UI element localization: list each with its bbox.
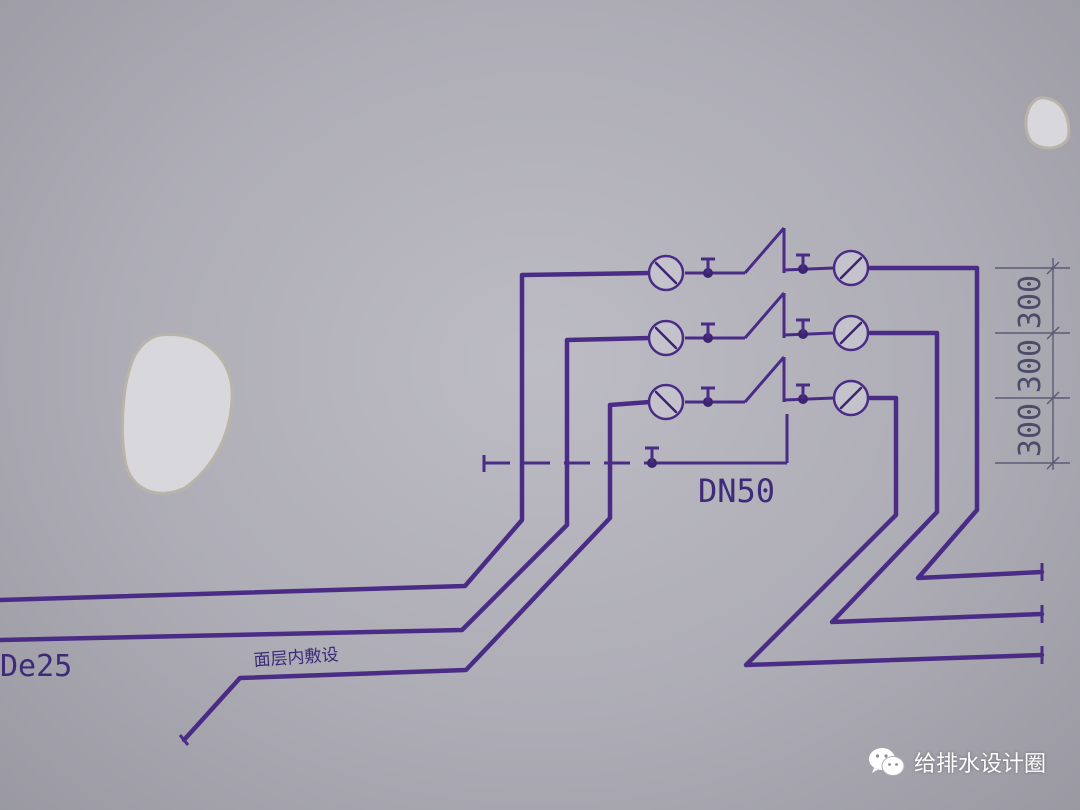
paper-stain-small (1024, 96, 1071, 150)
main-pipe-label: DN50 (698, 472, 775, 510)
gauge-needle-3-1 (654, 390, 678, 414)
watermark-text: 给排水设计圈 (913, 752, 1046, 777)
manifold-pipe-right-1 (783, 266, 835, 272)
branch-pipes (0, 265, 1045, 746)
branch-pipe-2-return (829, 330, 1045, 625)
dimension-label-1: 300 (1013, 275, 1048, 329)
watermark: 给排水设计圈 (868, 746, 1046, 778)
gauge-needle-1-2 (839, 256, 863, 280)
manifold-pipe-right-2 (783, 331, 835, 337)
manifold-pipe-right-3 (783, 396, 835, 402)
wechat-icon (868, 748, 905, 776)
manifold-jump-3 (743, 356, 786, 403)
paper-stain (121, 332, 234, 495)
manifold-jump-1 (743, 227, 786, 274)
branch-pipe-1-supply (0, 270, 653, 603)
dimension-label-2: 300 (1013, 339, 1048, 393)
embedding-note: 面层内敷设 (253, 645, 339, 671)
branch-pipe-1-return (867, 265, 1045, 581)
main-pipe (482, 414, 789, 472)
gauge-needle-3-2 (839, 386, 863, 410)
branch-pipe-label: De25 (0, 649, 72, 684)
dimension-label-3: 300 (1013, 403, 1048, 457)
dimension-chain: 300 300 300 (995, 258, 1070, 470)
gauge-needle-1-1 (654, 261, 678, 285)
branch-pipe-3-return (743, 395, 1045, 668)
gauge-needle-2-2 (839, 321, 863, 345)
manifold-group (647, 227, 870, 421)
manifold-jump-2 (743, 292, 786, 339)
branch-pipe-2-supply (0, 335, 653, 643)
gauge-needle-2-1 (654, 326, 678, 350)
branch-pipe-3-supply (181, 399, 653, 743)
